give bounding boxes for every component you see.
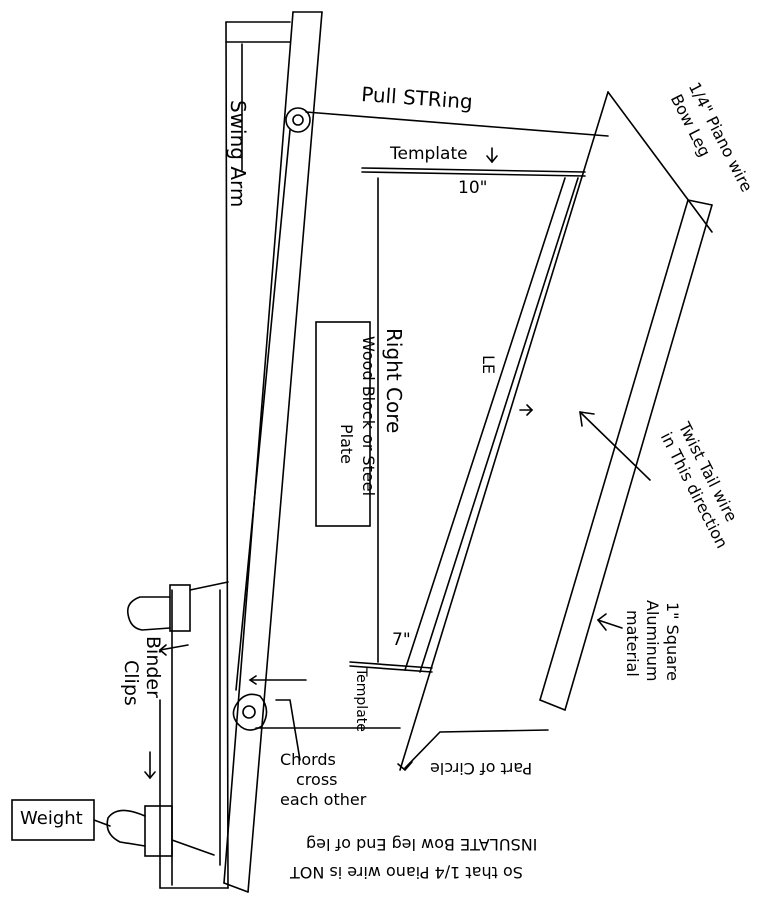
binder-clip-upper (126, 581, 229, 632)
right-core-label: Right Core (382, 328, 406, 434)
insulate-label-line1: So that 1/4 Piano wire is NOT (290, 863, 523, 882)
seven-inch-label: 7" (392, 630, 411, 650)
template-bottom (349, 661, 433, 673)
binder-clips-label-line2: Clips (120, 660, 142, 706)
wing-core (377, 177, 579, 673)
template-bottom-label: Template (353, 668, 369, 732)
pull-string (235, 111, 609, 729)
wood-block-label-line1: Wood Block or Steel (359, 336, 378, 497)
template-top (361, 167, 586, 177)
wood-block-label-line2: Plate (337, 424, 356, 465)
chords-label-line3: each other (280, 790, 367, 809)
swing-arm-frame (159, 21, 291, 889)
bow-frame (399, 91, 713, 771)
square-label-line2: Aluminum (643, 600, 662, 682)
wood-block-box (315, 321, 371, 527)
weight-label: Weight (20, 808, 83, 829)
pivot-arm (219, 11, 323, 893)
binder-clip-lower (106, 805, 215, 857)
binder-clips-label-line1: Binder (142, 636, 164, 698)
chords-label-line2: cross (296, 770, 338, 789)
pulley-bottom (232, 693, 268, 731)
pulley-top (285, 107, 311, 133)
insulate-label-line2: INSULATE Bow leg End of leg (306, 835, 538, 854)
swing-arm-label: Swing Arm (226, 100, 250, 208)
insulate-label-line3: Part of Circle (430, 759, 533, 778)
arrows (144, 147, 651, 780)
template-top-label: Template (390, 144, 468, 164)
square-label-line1: 1" Square (663, 602, 682, 681)
le-label: LE (479, 355, 498, 375)
square-label-line3: material (623, 610, 642, 677)
weight-box (11, 799, 111, 841)
ten-inch-label: 10" (458, 178, 488, 198)
chords-label-line1: Chords (280, 750, 336, 769)
